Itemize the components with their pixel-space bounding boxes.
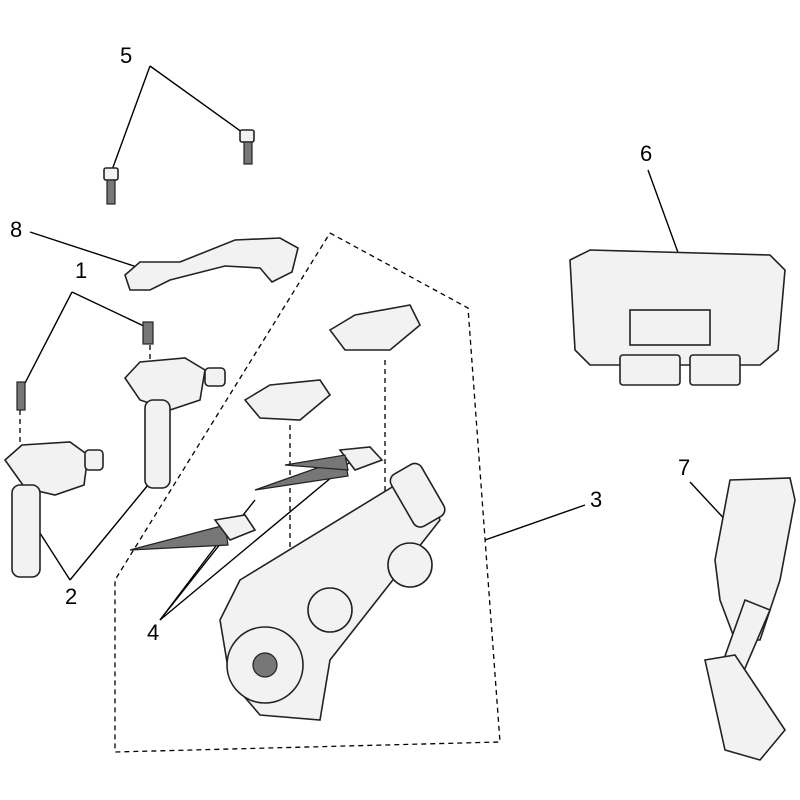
callout-1: 1 bbox=[75, 258, 87, 283]
injectors-part-4 bbox=[129, 446, 384, 551]
accelerator-pedal-part-7 bbox=[704, 477, 796, 761]
callout-3: 3 bbox=[590, 487, 602, 512]
callout-5: 5 bbox=[120, 43, 132, 68]
throttle-body-part-3 bbox=[219, 462, 446, 721]
assembly-group-boundary bbox=[114, 232, 501, 753]
callout-labels: 1 2 3 4 5 6 7 8 bbox=[10, 43, 690, 645]
callout-6: 6 bbox=[640, 141, 652, 166]
callout-8: 8 bbox=[10, 217, 22, 242]
callout-2: 2 bbox=[65, 584, 77, 609]
bolts-part-5 bbox=[103, 129, 255, 205]
callout-4: 4 bbox=[147, 620, 159, 645]
ecu-part-6 bbox=[569, 249, 786, 386]
bracket-part-8 bbox=[124, 237, 299, 291]
callout-7: 7 bbox=[678, 455, 690, 480]
ignition-coils-part-2 bbox=[3, 321, 226, 578]
map-sensors bbox=[243, 304, 421, 421]
